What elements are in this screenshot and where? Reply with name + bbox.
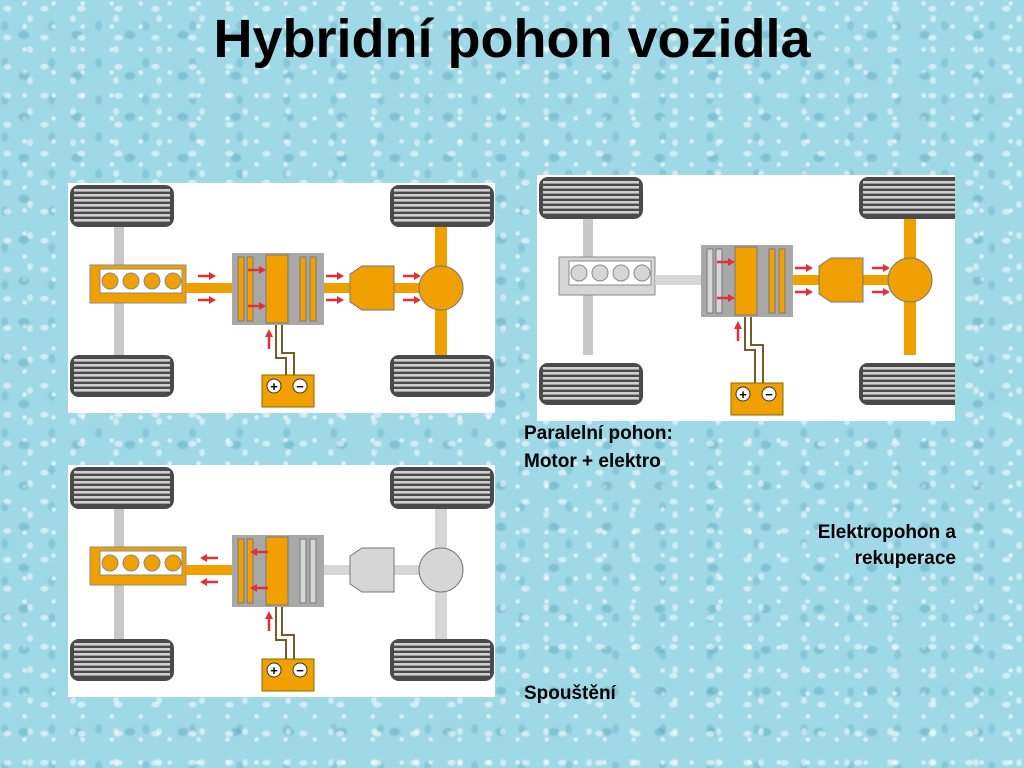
battery-flow-arrow-head [265,329,273,337]
battery: +− [730,382,784,416]
flow-arrow-head [337,296,344,304]
battery: +− [261,374,315,408]
gearbox [818,257,864,303]
differential [418,547,464,593]
battery-wire [750,317,764,383]
engine-shaft [655,275,703,285]
wheel-tire [70,355,174,397]
wheel-tire [390,639,494,681]
differential [887,257,933,303]
flow-arrow-head [728,258,735,266]
flow-arrow-head [259,266,266,274]
flow-arrow-head [250,548,257,556]
flow-arrow-head [259,302,266,310]
battery-plus-label: + [739,387,747,402]
battery-plus-label: + [270,379,278,394]
flow-arrow-head [414,272,421,280]
propeller-shaft [863,275,905,285]
engine-shaft [186,283,234,293]
wheel-tire [539,177,643,219]
battery-minus-label: − [296,663,304,678]
battery-plus-label: + [270,663,278,678]
engine-block [89,546,187,586]
clutch-motor-unit [232,535,324,607]
battery-wire [744,317,756,383]
propeller-shaft [394,565,436,575]
flow-arrow-head [883,288,890,296]
diagram-electric-drive-recuperation: +− [537,175,955,421]
wheel-tire [859,177,955,219]
flow-arrow-head [806,264,813,272]
caption-parallel-title: Paralelní pohon: [524,423,673,444]
flow-arrow-head [414,296,421,304]
flow-arrow-head [883,264,890,272]
engine-block [89,264,187,304]
battery-wire [281,607,295,659]
flow-arrow-head [728,294,735,302]
caption-parallel-drive: Paralelní pohon: Motor + elektro [524,420,673,475]
flow-arrow-head [337,272,344,280]
wheel-tire [70,467,174,509]
battery: +− [261,658,315,692]
wheel-tire [70,185,174,227]
battery-flow-arrow-head [265,611,273,619]
wheel-tire [390,355,494,397]
battery-flow-arrow-head [734,321,742,329]
drivetrain-svg: +− [539,177,955,416]
diagram-engine-start: +− [68,465,495,697]
caption-electric-line1: Elektropohon a [817,522,956,543]
gearbox [349,265,395,311]
flow-arrow-head [200,554,207,562]
gearbox [349,547,395,593]
wheel-tire [859,363,955,405]
output-shaft [322,565,352,575]
flow-arrow-head [209,296,216,304]
drivetrain-svg: +− [70,185,494,408]
caption-electric-line2: rekuperace [854,547,956,569]
battery-minus-label: − [765,387,773,402]
wheel-tire [539,363,643,405]
battery-wire [281,325,295,375]
battery-wire [275,325,287,375]
battery-wire [275,607,287,659]
diagram-parallel-drive: +− [68,183,495,413]
caption-engine-start: Spouštění [524,683,616,704]
output-shaft [791,275,821,285]
wheel-tire [390,467,494,509]
flow-arrow-head [209,272,216,280]
drivetrain-svg: +− [70,467,494,692]
output-shaft [322,283,352,293]
wheel-tire [390,185,494,227]
caption-parallel-subtitle: Motor + elektro [524,450,661,472]
engine-shaft [186,565,234,575]
battery-minus-label: − [296,379,304,394]
flow-arrow-head [250,584,257,592]
caption-electric-drive: Elektropohon a rekuperace [756,520,956,571]
wheel-tire [70,639,174,681]
engine-block [558,256,656,296]
flow-arrow-head [200,578,207,586]
flow-arrow-head [806,288,813,296]
propeller-shaft [394,283,436,293]
clutch-motor-unit [232,253,324,325]
page-title: Hybridní pohon vozidla [213,9,811,69]
differential [418,265,464,311]
clutch-motor-unit [701,245,793,317]
